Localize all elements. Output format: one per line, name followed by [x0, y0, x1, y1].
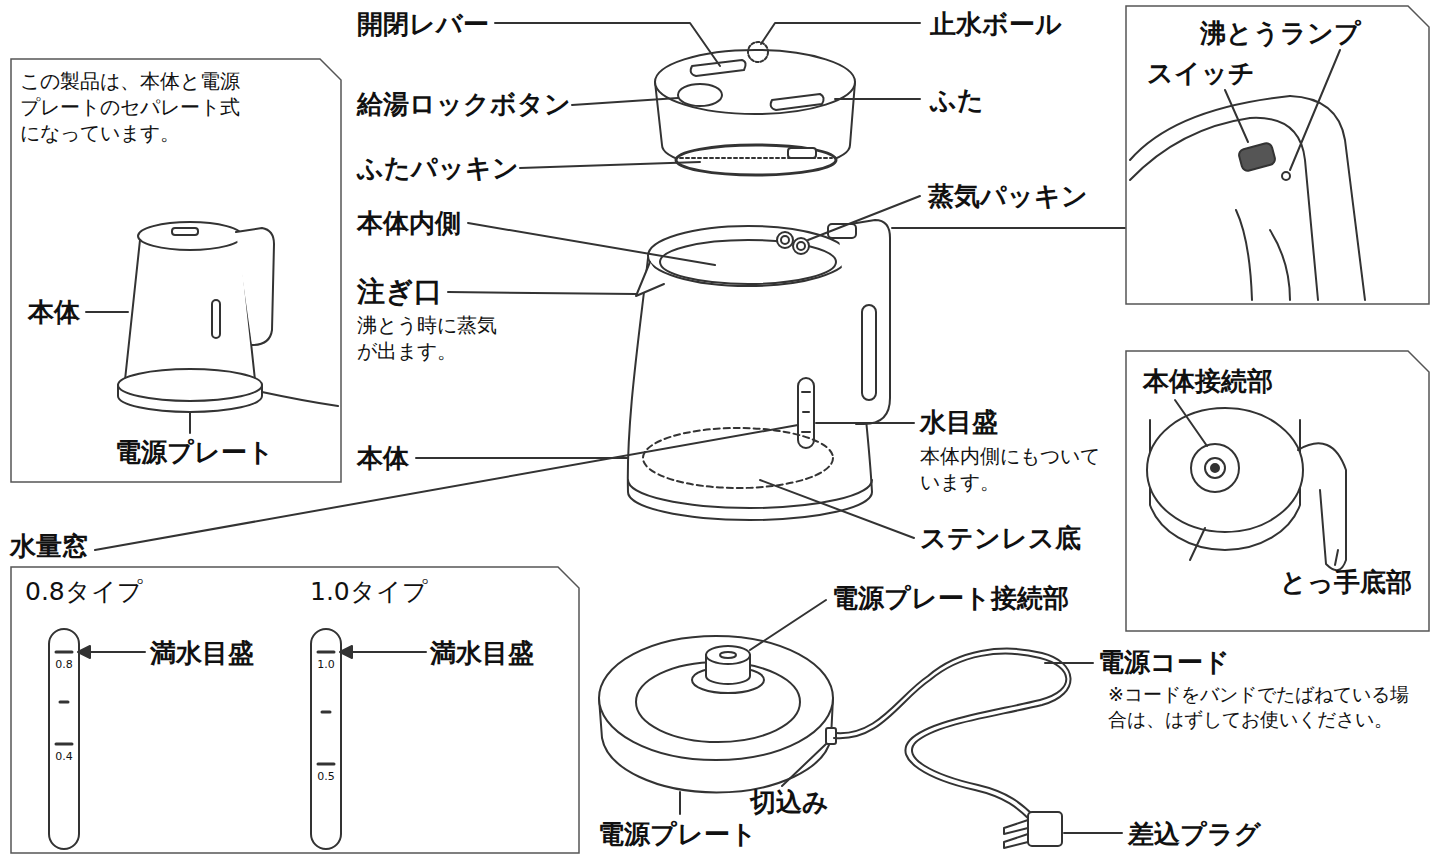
part-label: 本体内側	[357, 207, 461, 241]
type-label: 0.8タイプ	[25, 576, 143, 609]
panel-outline	[1125, 5, 1430, 305]
scale-number: 0.4	[50, 750, 78, 764]
part-label: ふたパッキン	[357, 152, 519, 186]
part-label: 開閉レバー	[357, 8, 489, 42]
part-label: 満水目盛	[150, 637, 254, 671]
scale-number: 1.0	[312, 658, 340, 672]
part-label: 水量窓	[10, 530, 88, 564]
part-label: 止水ボール	[930, 8, 1062, 42]
scale-number: 0.8	[50, 658, 78, 672]
part-label: 切込み	[750, 786, 829, 820]
note-text: ※コードをバンドでたばねている場合は、はずしてお使いください。	[1108, 682, 1426, 731]
inset-panel: 0.8タイプ1.0タイプ満水目盛満水目盛0.80.41.00.5	[10, 566, 580, 854]
part-label: ステンレス底	[920, 522, 1081, 556]
water-gauge: 0.8 0.4	[48, 628, 80, 850]
part-label: 電源コード	[1098, 646, 1230, 680]
inset-panel: この製品は、本体と電源プレートのセパレート式になっています。本体電源プレート	[10, 58, 342, 483]
panel-border	[1126, 351, 1429, 631]
part-label: 差込プラグ	[1128, 818, 1261, 852]
water-gauge: 1.0 0.5	[310, 628, 342, 850]
part-label: 本体接続部	[1143, 365, 1273, 399]
part-label: 本体	[357, 442, 409, 476]
part-label: 給湯ロックボタン	[357, 88, 571, 122]
type-label: 1.0タイプ	[310, 576, 428, 609]
inset-panel: 本体接続部とっ手底部	[1125, 350, 1430, 632]
panel-border	[1126, 6, 1429, 304]
part-label: 水目盛	[920, 406, 998, 440]
part-label: 蒸気パッキン	[928, 180, 1088, 214]
panel-border	[11, 567, 579, 853]
part-label: ふた	[930, 84, 984, 118]
panel-outline	[10, 566, 580, 854]
inset-panel: 沸とうランプスイッチ	[1125, 5, 1430, 305]
part-label: 電源プレート接続部	[832, 582, 1069, 616]
scale-number: 0.5	[312, 770, 340, 784]
part-label: スイッチ	[1147, 57, 1255, 91]
note-text: この製品は、本体と電源プレートのセパレート式になっています。	[20, 68, 252, 146]
note-text: 本体内側にもついています。	[920, 443, 1110, 495]
part-label: 電源プレート	[115, 436, 274, 470]
part-label: 沸とうランプ	[1200, 17, 1361, 51]
part-label: とっ手底部	[1280, 566, 1412, 600]
part-label: 満水目盛	[430, 637, 534, 671]
part-label: 注ぎ口	[357, 274, 442, 310]
note-text: 沸とう時に蒸気が出ます。	[357, 312, 507, 364]
part-label: 本体	[28, 296, 80, 330]
panel-border	[11, 59, 341, 482]
part-label: 電源プレート	[598, 818, 757, 852]
